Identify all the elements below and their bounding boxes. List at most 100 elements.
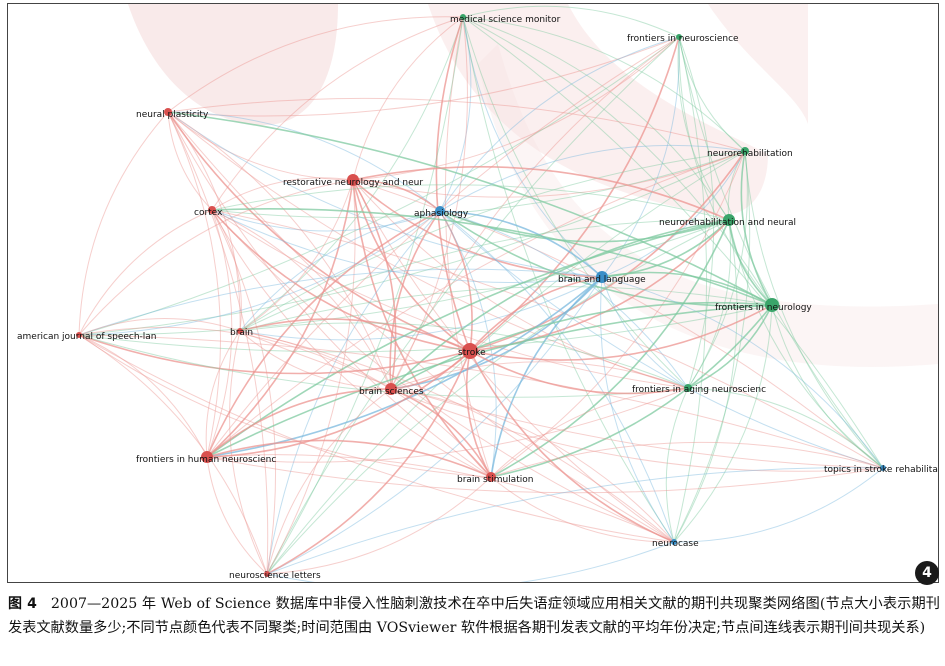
edge	[239, 330, 492, 478]
node-circle	[684, 384, 692, 392]
edge	[439, 210, 730, 243]
node-circle	[164, 108, 172, 116]
edge	[390, 388, 675, 543]
node-label: frontiers in neurology	[715, 303, 812, 313]
network-node: topics in stroke rehabilitatio	[824, 465, 938, 475]
edge	[206, 388, 392, 458]
edge	[465, 350, 492, 478]
edge	[266, 541, 675, 582]
edge	[78, 268, 603, 336]
edge	[239, 150, 746, 332]
network-node: brain and language	[558, 271, 646, 285]
edge	[469, 350, 689, 395]
edge	[462, 16, 746, 152]
edge	[771, 304, 884, 469]
edge	[462, 16, 689, 389]
node-label: topics in stroke rehabilitatio	[824, 465, 938, 475]
edge	[687, 219, 732, 389]
edge	[266, 150, 746, 575]
edge	[490, 304, 773, 478]
edge	[167, 111, 354, 181]
edge	[677, 36, 730, 221]
edge	[490, 276, 603, 478]
edge	[78, 210, 441, 336]
edge	[167, 111, 492, 478]
network-node: brain	[230, 328, 253, 338]
node-circle	[76, 332, 82, 338]
network-node: cortex	[194, 206, 223, 218]
edge	[206, 350, 471, 458]
edge	[78, 179, 354, 336]
edge	[352, 179, 492, 478]
network-figure: medical science monitor frontiers in neur…	[7, 3, 939, 583]
edge	[167, 111, 213, 211]
edge	[239, 322, 689, 389]
edge	[740, 150, 773, 306]
edge	[352, 179, 689, 389]
edge	[352, 16, 464, 181]
edge	[211, 209, 492, 478]
node-circle	[347, 174, 359, 186]
edge	[167, 36, 680, 117]
edge	[206, 179, 354, 458]
edge	[78, 334, 492, 478]
edge	[167, 111, 269, 575]
edge	[352, 179, 441, 212]
edge	[78, 334, 675, 543]
edge	[435, 16, 471, 352]
edge	[78, 36, 680, 336]
node-label: frontiers in human neuroscienc	[136, 455, 276, 465]
node-label: neurorehabilitation and neural	[659, 218, 796, 228]
node-label: medical science monitor	[450, 15, 561, 25]
page-number-badge: 4	[915, 561, 939, 585]
edge	[266, 36, 680, 575]
edge	[239, 330, 392, 390]
edge	[490, 219, 730, 478]
edge	[78, 334, 884, 469]
edge	[211, 209, 392, 390]
edge	[78, 334, 689, 398]
edge	[462, 16, 730, 221]
edge	[206, 150, 746, 458]
edge	[211, 150, 746, 219]
edge	[211, 16, 464, 211]
network-node: brain stimulation	[457, 472, 533, 485]
edge	[678, 36, 884, 469]
edge	[469, 350, 675, 543]
node-label: brain and language	[558, 275, 646, 285]
edge	[490, 441, 884, 478]
edge	[167, 111, 221, 458]
edge	[78, 317, 241, 336]
node-circle	[201, 451, 213, 463]
edge	[206, 209, 233, 458]
edge	[206, 439, 492, 478]
edge	[167, 111, 773, 306]
edge	[167, 97, 746, 152]
edge	[728, 219, 773, 306]
node-circle	[385, 383, 397, 395]
edge	[673, 36, 708, 543]
edge	[239, 210, 441, 332]
edge	[239, 16, 464, 332]
edge	[600, 276, 675, 543]
node-circle	[880, 465, 886, 471]
edge	[266, 219, 730, 575]
edge	[78, 334, 471, 375]
edge	[601, 271, 773, 306]
edge	[439, 210, 497, 478]
edge	[744, 150, 884, 469]
edge	[266, 179, 356, 575]
edge	[206, 456, 268, 575]
node-label: brain stimulation	[457, 475, 533, 485]
edge	[167, 111, 689, 389]
edge	[439, 16, 472, 212]
network-node: aphasiology	[414, 206, 469, 219]
edge	[211, 177, 354, 211]
node-label: brain sciences	[359, 387, 424, 397]
caption-text: 2007—2025 年 Web of Science 数据库中非侵入性脑刺激技术…	[8, 596, 940, 636]
network-node: neuroscience letters	[229, 571, 321, 581]
edge	[167, 16, 464, 113]
edge	[490, 476, 675, 543]
edge	[678, 36, 773, 306]
